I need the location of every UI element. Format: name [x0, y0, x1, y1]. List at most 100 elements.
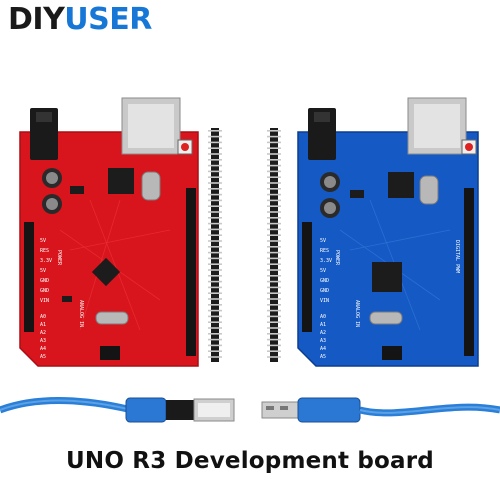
- blue-analog-a1: A1: [320, 322, 326, 328]
- header-pin: [267, 182, 281, 184]
- header-pin: [267, 309, 281, 312]
- blue-pin-5v: 5V: [320, 238, 326, 244]
- blue-analog-a4: A4: [320, 346, 326, 352]
- header-pin: [267, 338, 281, 341]
- header-pin: [267, 188, 281, 190]
- header-pin: [208, 292, 222, 294]
- header-pin: [208, 257, 222, 260]
- header-pin: [267, 199, 281, 202]
- red-analog-a0: A0: [40, 314, 46, 320]
- header-pin: [208, 246, 222, 248]
- header-pin: [267, 170, 281, 173]
- header-pin: [267, 327, 281, 329]
- brand-logo: DIYUSER: [8, 2, 152, 38]
- header-pin: [267, 147, 281, 149]
- red-pin-5v: 5V: [40, 238, 46, 244]
- red-board: 5V RES 3.3V 5V GND GND VIN A0 A1 A2 A3 A…: [19, 97, 199, 367]
- header-pin: [208, 159, 222, 161]
- blue-power-label: POWER: [334, 250, 340, 266]
- header-pin: [208, 263, 222, 265]
- header-pin: [267, 269, 281, 271]
- header-pin: [208, 228, 222, 231]
- header-pin: [267, 141, 281, 144]
- header-pin: [267, 333, 281, 335]
- header-pin: [208, 309, 222, 312]
- header-pin: [208, 344, 222, 347]
- red-analog-label: ANALOG IN: [78, 300, 84, 327]
- header-pin: [267, 251, 281, 254]
- blue-pin-gnd: GND: [320, 278, 329, 284]
- header-pin: [267, 292, 281, 294]
- header-pin: [208, 182, 222, 184]
- brand-logo-part2: USER: [64, 2, 152, 37]
- header-pin: [208, 315, 222, 318]
- header-pin: [208, 211, 222, 213]
- blue-pin-vin: VIN: [320, 298, 329, 304]
- header-pin: [208, 269, 222, 271]
- header-pin: [267, 246, 281, 248]
- red-pin-res: RES: [40, 248, 49, 254]
- blue-pin-3v3: 3.3V: [320, 258, 332, 264]
- red-analog-a4: A4: [40, 346, 46, 352]
- header-pin: [267, 240, 281, 242]
- header-pin: [208, 338, 222, 341]
- header-pin: [267, 211, 281, 213]
- pin-header-strip-right: [267, 128, 281, 362]
- header-pin: [267, 164, 281, 167]
- red-power-label: POWER: [56, 250, 62, 266]
- header-pin: [267, 275, 281, 277]
- header-pin: [208, 193, 222, 196]
- usb-cable: [0, 397, 500, 423]
- blue-analog-label: ANALOG IN: [354, 300, 360, 327]
- header-pin: [208, 170, 222, 173]
- header-pin: [208, 153, 222, 155]
- header-pin: [267, 228, 281, 231]
- header-pin: [267, 135, 281, 138]
- header-pin: [208, 350, 222, 352]
- brand-logo-part1: DIY: [8, 2, 65, 37]
- blue-analog-a3: A3: [320, 338, 326, 344]
- red-analog-a2: A2: [40, 330, 46, 336]
- header-pin: [208, 327, 222, 329]
- header-pin: [208, 286, 222, 289]
- header-pin: [208, 188, 222, 190]
- blue-board: 5V RES 3.3V 5V GND GND VIN A0 A1 A2 A3 A…: [297, 97, 479, 367]
- header-pin: [267, 222, 281, 225]
- header-pin: [208, 321, 222, 323]
- header-pin: [208, 135, 222, 138]
- header-pin: [208, 275, 222, 277]
- header-pin: [267, 315, 281, 318]
- header-pin: [267, 153, 281, 155]
- header-pin: [208, 356, 222, 358]
- header-pin: [208, 222, 222, 225]
- header-pin: [267, 130, 281, 132]
- header-pin: [208, 298, 222, 300]
- header-pin: [208, 251, 222, 254]
- red-analog-a1: A1: [40, 322, 46, 328]
- red-pin-gnd: GND: [40, 278, 49, 284]
- pin-header-strip-left: [208, 128, 222, 362]
- header-pin: [267, 298, 281, 300]
- blue-analog-a5: A5: [320, 354, 326, 360]
- header-pin: [267, 350, 281, 352]
- header-pin: [208, 130, 222, 132]
- header-pin: [208, 164, 222, 167]
- header-pin: [208, 205, 222, 207]
- header-pin: [208, 333, 222, 335]
- header-pin: [208, 176, 222, 178]
- header-pin: [208, 199, 222, 202]
- header-pin: [208, 304, 222, 306]
- header-pin: [267, 344, 281, 347]
- header-pin: [208, 240, 222, 242]
- header-pin: [267, 356, 281, 358]
- header-pin: [267, 263, 281, 265]
- red-pin-5v-2: 5V: [40, 268, 46, 274]
- header-pin: [267, 286, 281, 289]
- header-pin: [267, 234, 281, 236]
- header-pin: [267, 176, 281, 178]
- header-pin: [267, 159, 281, 161]
- red-analog-a5: A5: [40, 354, 46, 360]
- product-caption: UNO R3 Development board: [66, 448, 434, 474]
- blue-pin-5v-2: 5V: [320, 268, 326, 274]
